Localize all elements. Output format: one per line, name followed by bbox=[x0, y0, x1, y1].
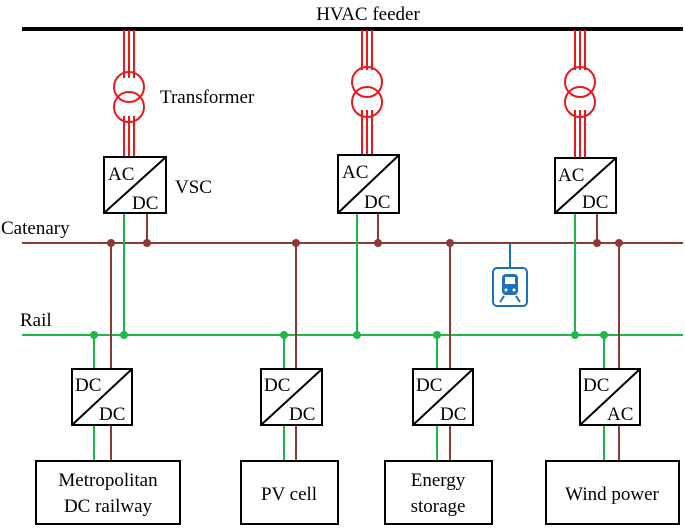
catenary-connections bbox=[110, 213, 620, 461]
svg-text:Wind power: Wind power bbox=[565, 484, 659, 505]
svg-text:DC: DC bbox=[440, 404, 466, 425]
rail-connections bbox=[93, 213, 605, 461]
dc-dc-converter-3: DC DC bbox=[412, 368, 474, 426]
vsc-converter-3: AC DC bbox=[554, 157, 617, 214]
feeder-label: HVAC feeder bbox=[316, 4, 420, 25]
transformer-label: Transformer bbox=[160, 87, 255, 108]
train-icon bbox=[492, 267, 528, 307]
svg-text:AC: AC bbox=[558, 165, 584, 186]
energy-storage-box: Energy storage bbox=[384, 460, 493, 525]
dc-dc-converter-2: DC DC bbox=[260, 368, 323, 426]
transformer-3 bbox=[564, 30, 596, 158]
transformer-2 bbox=[351, 30, 383, 155]
rail-label: Rail bbox=[20, 310, 52, 331]
metropolitan-dc-railway-box: Metropolitan DC railway bbox=[35, 460, 181, 525]
dc-ac-converter: DC AC bbox=[579, 368, 641, 426]
svg-text:Metropolitan: Metropolitan bbox=[58, 470, 158, 491]
svg-text:DC: DC bbox=[75, 375, 101, 396]
svg-text:DC: DC bbox=[99, 404, 125, 425]
svg-text:DC railway: DC railway bbox=[64, 496, 153, 517]
vsc-label: VSC bbox=[175, 177, 212, 198]
svg-text:PV cell: PV cell bbox=[261, 484, 317, 505]
svg-text:AC: AC bbox=[607, 404, 633, 425]
svg-text:DC: DC bbox=[582, 192, 608, 213]
svg-text:Energy: Energy bbox=[411, 470, 466, 491]
svg-text:storage: storage bbox=[411, 496, 466, 517]
pv-cell-box: PV cell bbox=[240, 460, 339, 525]
catenary-nodes bbox=[107, 239, 623, 247]
vsc-converter-2: AC DC bbox=[337, 154, 400, 214]
svg-text:DC: DC bbox=[264, 375, 290, 396]
svg-text:DC: DC bbox=[132, 193, 158, 214]
svg-text:DC: DC bbox=[416, 375, 442, 396]
svg-text:DC: DC bbox=[364, 192, 390, 213]
dc-dc-converter-1: DC DC bbox=[71, 368, 133, 426]
svg-text:DC: DC bbox=[583, 375, 609, 396]
svg-text:AC: AC bbox=[342, 162, 368, 183]
svg-text:DC: DC bbox=[289, 404, 315, 425]
vsc-converter-1: AC DC bbox=[103, 156, 167, 214]
catenary-label: Catenary bbox=[1, 218, 70, 239]
wind-power-box: Wind power bbox=[545, 460, 680, 525]
svg-text:AC: AC bbox=[108, 164, 134, 185]
transformer-1 bbox=[113, 30, 145, 157]
rail-nodes bbox=[90, 331, 608, 339]
